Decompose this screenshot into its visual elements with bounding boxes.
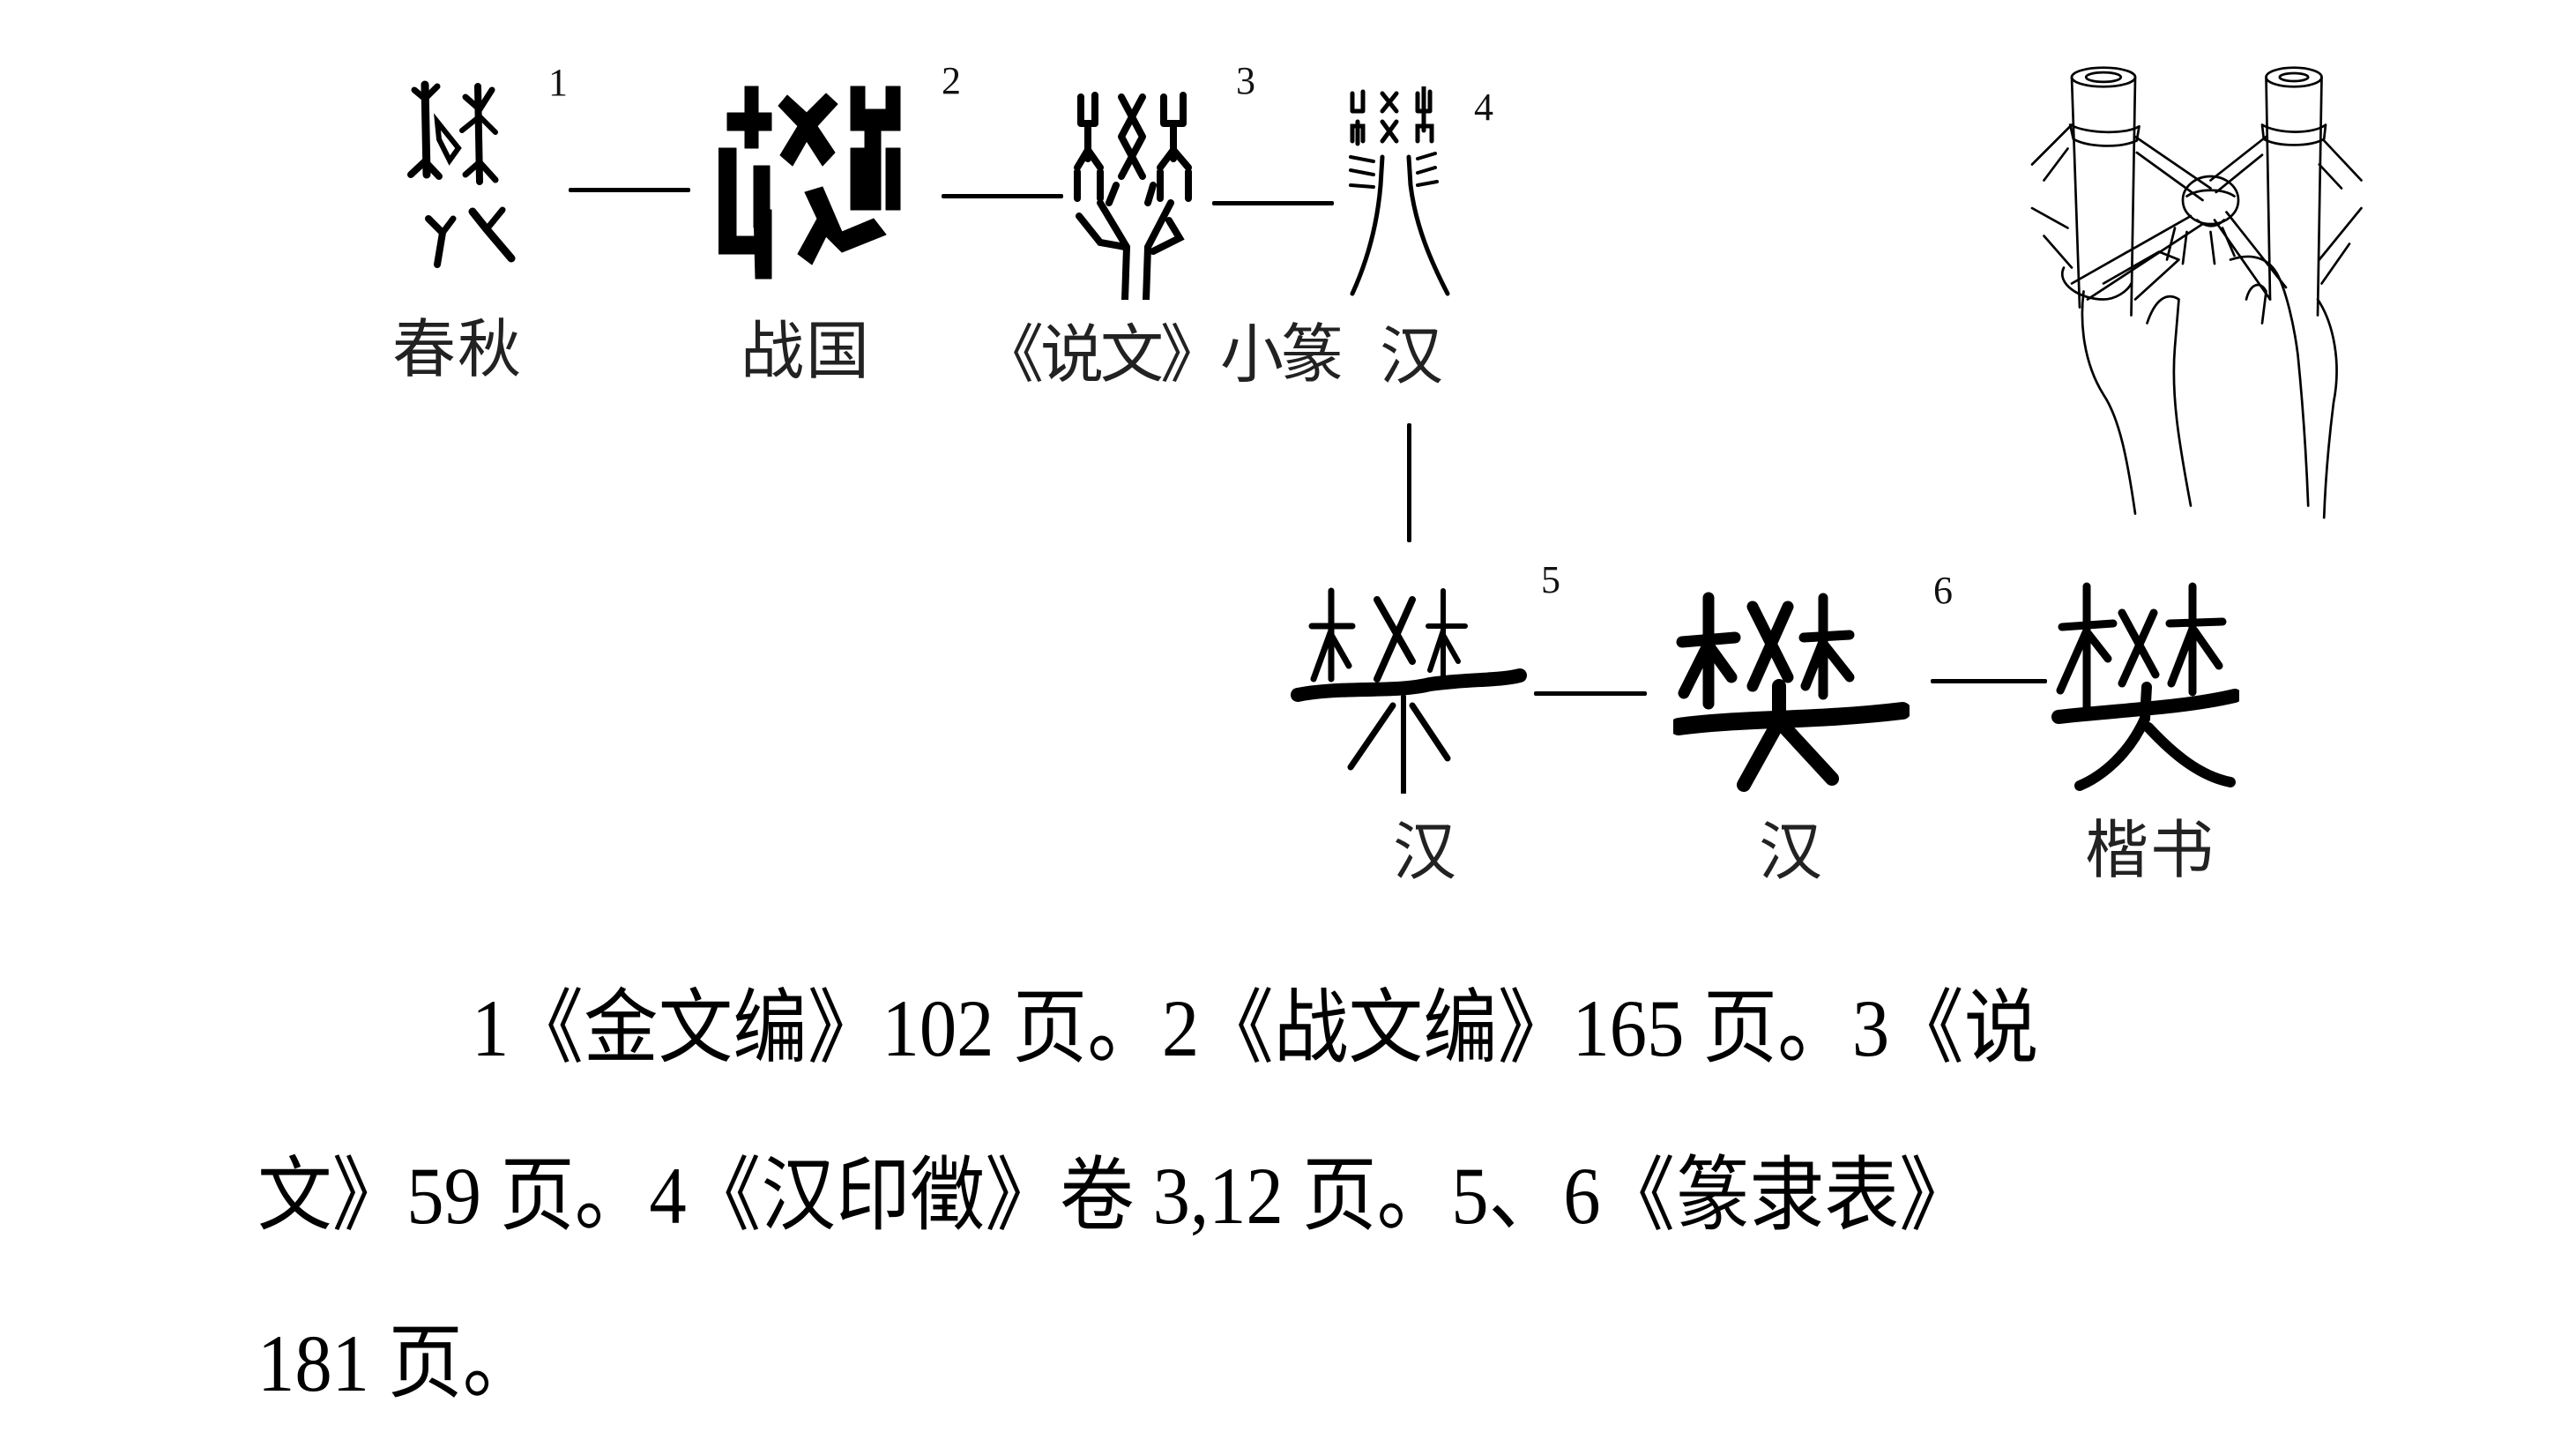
connector-dash [1212, 201, 1334, 205]
footnote-marker: 1 [548, 61, 568, 104]
connector-dash [942, 194, 1063, 198]
warring-states-fan-glyph [718, 78, 921, 280]
footnote-marker: 2 [942, 59, 961, 102]
han-clerical-fan-glyph-a [1289, 582, 1529, 794]
footnote-marker: 4 [1474, 86, 1493, 129]
footnote-marker: 3 [1236, 59, 1255, 102]
caption-line-1: 1《金文编》102 页。2《战文编》165 页。3《说 [472, 983, 2039, 1073]
era-label-kaishu: 楷书 [2085, 813, 2216, 887]
caption-line-2: 文》59 页。4《汉印徵》卷 3,12 页。5、6《篆隶表》 [257, 1151, 1974, 1241]
connector-dash [1534, 691, 1647, 696]
hands-tying-rope-fence-illustration [2008, 51, 2405, 532]
caption-line-3: 181 页。 [257, 1318, 538, 1408]
era-label-han: 汉 [1380, 319, 1446, 393]
footnote-marker: 6 [1933, 569, 1953, 612]
connector-dash [569, 188, 690, 192]
era-label-han: 汉 [1759, 815, 1825, 889]
era-label-shuowen-xiaozhuan: 《说文》小篆 [980, 317, 1344, 392]
han-clerical-fan-glyph-b [1673, 589, 1910, 794]
han-seal-fan-glyph [1347, 86, 1462, 298]
era-label-han: 汉 [1393, 815, 1459, 889]
era-label-chunqiu: 春秋 [392, 312, 524, 386]
era-label-zhanguo: 战国 [741, 314, 872, 388]
connector-dash [1931, 679, 2047, 683]
bronze-inscription-fan-glyph [407, 78, 535, 276]
connector-vertical [1407, 423, 1411, 542]
regular-script-fan-glyph [2050, 578, 2239, 794]
footnote-marker: 5 [1541, 558, 1560, 601]
shuowen-small-seal-fan-glyph [1074, 88, 1202, 300]
